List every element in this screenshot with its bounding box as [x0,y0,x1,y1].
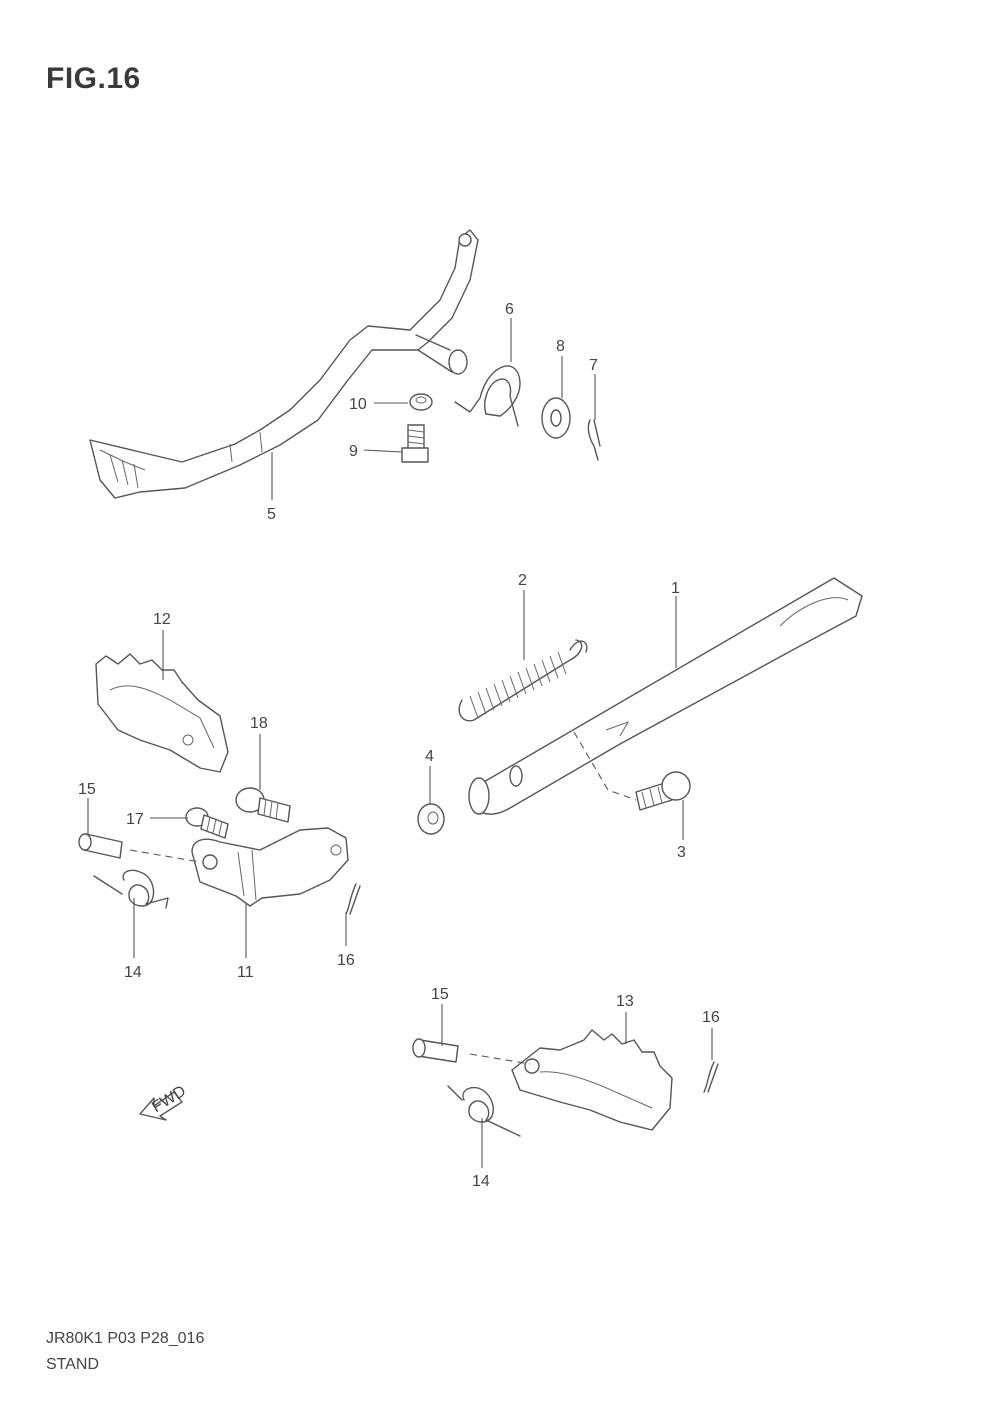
footrest-bolt-18-part [235,787,291,823]
callout-8: 8 [556,338,565,355]
bolt-part [401,424,429,463]
cotter-pin-part [587,419,601,461]
callout-2: 2 [518,572,527,589]
callout-labels: 1 2 3 4 5 6 7 8 9 10 11 12 13 14 14 15 1… [78,301,720,1190]
footrest-right-part [511,1029,673,1131]
footrest-bolt-17-part [185,807,229,839]
stand-spring-part [458,639,588,722]
cotter-pin-left-part [345,883,361,915]
footrest-pin-right-part [412,1038,459,1063]
callout-12: 12 [153,611,171,628]
figure-title: FIG.16 [46,62,141,95]
footrest-left-part [95,653,229,773]
callout-1: 1 [671,580,680,597]
callout-4: 4 [425,748,434,765]
callout-17: 17 [126,811,144,828]
callout-15-left: 15 [78,781,96,798]
cotter-pin-right-part [703,1061,719,1093]
callout-10: 10 [349,396,367,413]
pedal-spring-part [454,365,521,427]
callout-11: 11 [237,964,254,981]
callout-13: 13 [616,993,634,1010]
figure-code: JR80K1 P03 P28_016 [46,1330,205,1347]
callout-15-right: 15 [431,986,449,1003]
leader-lines [87,318,713,1168]
forward-label: FWD [149,1083,189,1117]
figure-name: STAND [46,1356,100,1373]
callout-14-right: 14 [472,1173,490,1190]
footrest-spring-right-part [447,1085,521,1137]
footrest-pin-left-part [78,833,123,859]
footrest-bracket-part [191,827,349,907]
callout-6: 6 [505,301,514,318]
callout-9: 9 [349,443,358,460]
callout-14-left: 14 [124,964,142,981]
callout-16-left: 16 [337,952,355,969]
washer-part [541,397,571,439]
nut-part [409,393,433,411]
side-stand-part [468,577,863,815]
callout-7: 7 [589,357,598,374]
callout-3: 3 [677,844,686,861]
callout-18: 18 [250,715,268,732]
footrest-spring-left-part [93,869,169,909]
callout-5: 5 [267,506,276,523]
stand-nut-part [417,803,445,835]
callout-16-right: 16 [702,1009,720,1026]
brake-pedal-part [89,229,479,499]
stand-bolt-part [635,771,691,811]
forward-arrow-icon: FWD [139,1083,189,1121]
